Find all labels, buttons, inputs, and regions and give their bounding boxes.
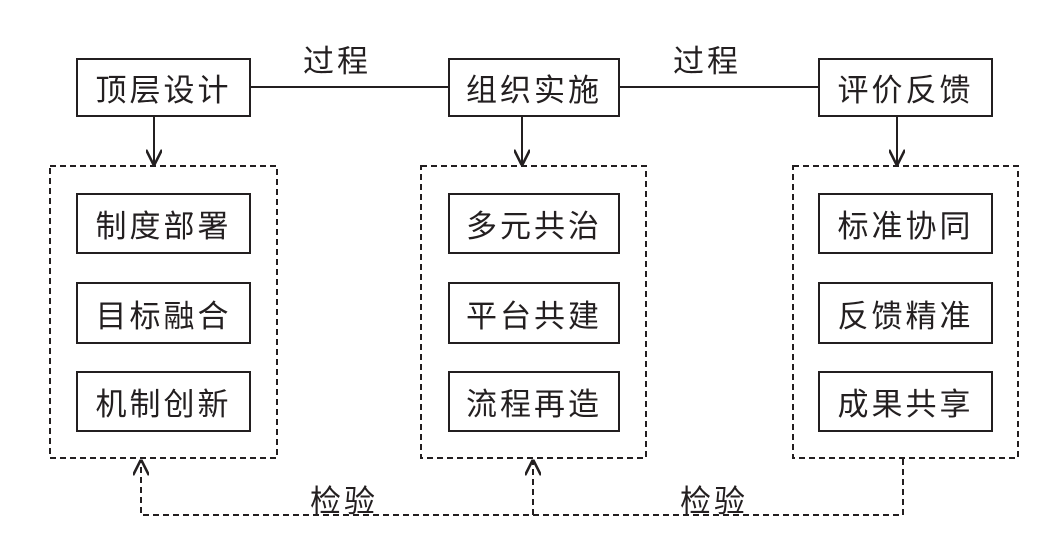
group3-item-1: 标准协同 (818, 193, 993, 254)
stage-box-evaluation-feedback: 评价反馈 (818, 58, 993, 117)
group-container-2 (420, 165, 647, 459)
feedback-label-left: 检验 (310, 484, 378, 520)
feedback-label-right: 检验 (680, 484, 748, 520)
process-label-right: 过程 (673, 44, 741, 80)
group1-item-3: 机制创新 (76, 371, 251, 432)
process-label-left: 过程 (303, 44, 371, 80)
stage-box-top-design: 顶层设计 (76, 58, 251, 117)
stage-box-implementation: 组织实施 (448, 58, 620, 117)
group2-item-2: 平台共建 (448, 282, 620, 344)
group1-item-1: 制度部署 (76, 193, 251, 254)
group2-item-1: 多元共治 (448, 193, 620, 254)
group3-item-3: 成果共享 (818, 371, 993, 432)
feedback-loop-path (141, 459, 904, 516)
group2-item-3: 流程再造 (448, 371, 620, 432)
group-container-1 (49, 165, 278, 459)
group-container-3 (792, 165, 1019, 459)
group3-item-2: 反馈精准 (818, 282, 993, 344)
group1-item-2: 目标融合 (76, 282, 251, 344)
